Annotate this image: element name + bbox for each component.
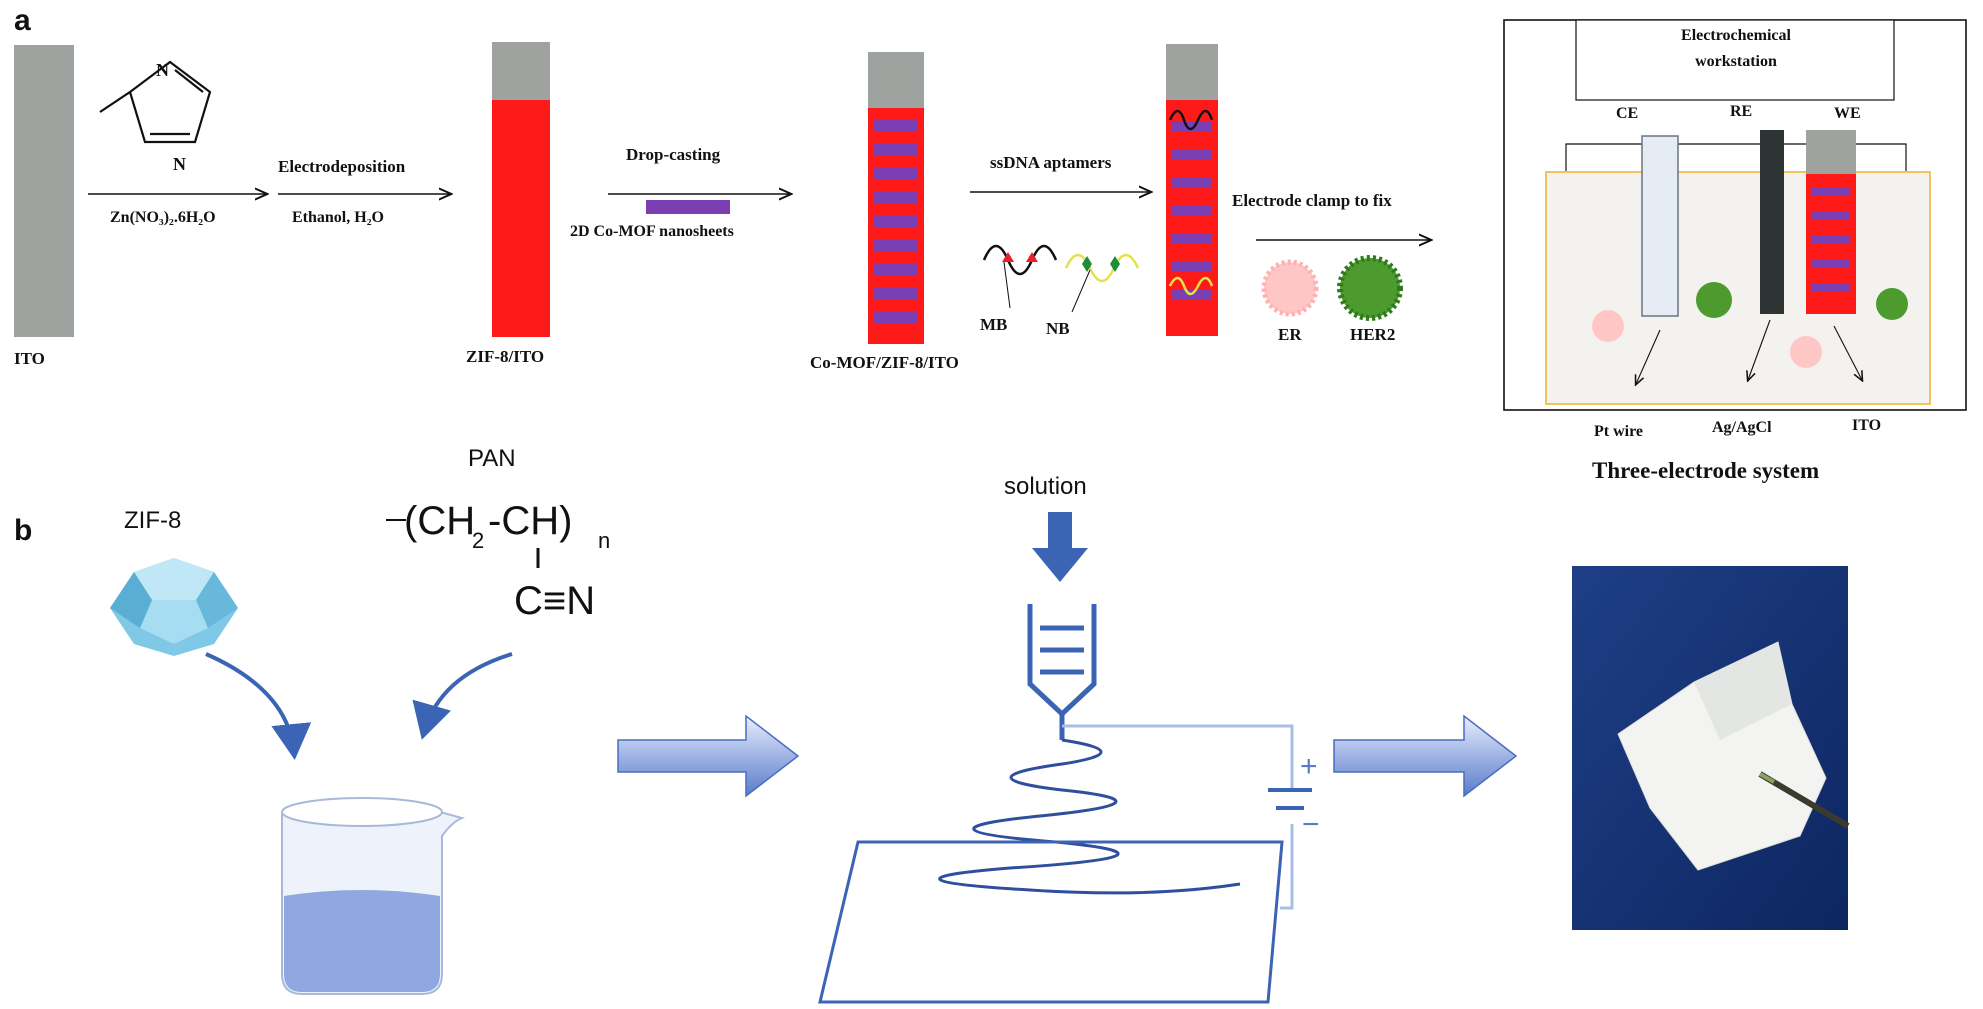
er-protein [1261, 259, 1319, 317]
electrodeposition-label: Electrodeposition [278, 157, 406, 176]
workstation-box [1575, 19, 1895, 101]
pan-formula-sub: 2 [472, 528, 484, 553]
reagent-label: Zn(NO₃)₂.6H₂O [110, 209, 216, 226]
nb-tags [1082, 256, 1120, 272]
re-label: RE [1730, 103, 1752, 120]
ito-we-top [1806, 130, 1856, 174]
ito-we-label: ITO [1852, 417, 1881, 434]
apt-electrode-top [1166, 44, 1218, 100]
apt-nb-on-electrode [1168, 276, 1214, 296]
syringe-icon [1027, 604, 1097, 740]
zif8-layer [492, 100, 550, 337]
beaker-icon [281, 797, 466, 995]
mb-label: MB [980, 315, 1007, 334]
zif8-crystal-icon [110, 558, 238, 656]
polymer-jet [938, 738, 1241, 895]
three-electrode-caption: Three-electrode system [1592, 458, 1819, 483]
circuit-wire [1062, 724, 1294, 910]
arrow-zif8-to-beaker [205, 652, 312, 760]
ssdna-label: ssDNA aptamers [990, 153, 1112, 172]
tweezers [1758, 771, 1850, 829]
drop-casting-label: Drop-casting [626, 145, 721, 164]
nb-pointer [1071, 269, 1091, 313]
2-methylimidazole-structure [99, 60, 212, 144]
apt-electrode-body [1166, 100, 1218, 336]
her2-in-cell-2 [1876, 288, 1908, 320]
pan-label: PAN [468, 445, 516, 472]
collector-plate [818, 840, 1284, 1004]
er-in-cell [1592, 310, 1624, 342]
pan-formula-main: (CH [404, 499, 475, 543]
comof-ito-label: Co-MOF/ZIF-8/ITO [810, 353, 959, 372]
er-label: ER [1278, 325, 1302, 344]
co-mof-label: 2D Co-MOF nanosheets [570, 223, 734, 240]
block-arrow-2 [1333, 714, 1518, 798]
panel-b-letter: b [14, 514, 32, 547]
nanofiber-membrane-photo [1572, 566, 1850, 930]
pt-wire-electrode [1641, 135, 1679, 317]
minus-sign: − [1302, 808, 1320, 841]
her2-label: HER2 [1350, 325, 1395, 344]
ce-label: CE [1616, 105, 1638, 122]
pt-wire-label: Pt wire [1594, 423, 1643, 440]
her2-protein [1337, 255, 1403, 321]
comof-sheets [874, 120, 918, 323]
clamp-label: Electrode clamp to fix [1232, 191, 1392, 210]
mb-aptamer [982, 244, 1058, 276]
workstation-line1: Electrochemical [1681, 27, 1791, 44]
pan-formula: (CH 2 -CH) n C≡N [386, 499, 610, 623]
her2-in-cell [1696, 282, 1732, 318]
mb-pointer [1003, 261, 1011, 309]
co-mof-nanosheet [646, 200, 730, 214]
electrolyte-cell [1545, 171, 1931, 405]
solution-label: solution [1004, 473, 1087, 500]
plus-sign: + [1300, 750, 1318, 783]
apt-sheets [1172, 122, 1212, 300]
comof-electrode-top [868, 52, 924, 108]
pan-formula-n: n [598, 528, 610, 553]
solvent-label: Ethanol, H₂O [292, 209, 384, 226]
workstation-line2: workstation [1695, 53, 1777, 70]
zif8-ito-top [492, 42, 550, 100]
nb-label: NB [1046, 319, 1070, 338]
agagcl-electrode [1760, 130, 1784, 314]
zif8-ito-label: ZIF-8/ITO [466, 347, 544, 366]
imidazole-n2: N [173, 154, 186, 174]
arrow-pan-to-beaker [412, 652, 513, 740]
pan-formula-mid: -CH) [488, 499, 572, 543]
ito-electrode [14, 45, 74, 337]
block-arrow-1 [617, 714, 800, 798]
pan-nitrile: C≡N [514, 579, 595, 623]
ito-label: ITO [14, 349, 45, 368]
we-sheets [1812, 188, 1850, 292]
er-in-cell-2 [1790, 336, 1822, 368]
imidazole-n1: N [156, 60, 169, 80]
mb-tags [1002, 252, 1038, 262]
we-label: WE [1834, 105, 1861, 122]
zif8-text: ZIF-8 [124, 507, 181, 534]
apt-mb-on-electrode [1168, 109, 1214, 131]
nb-aptamer [1064, 253, 1140, 283]
cell-wires [1565, 143, 1907, 172]
solution-arrow-icon [1032, 512, 1088, 582]
agagcl-label: Ag/AgCl [1712, 419, 1772, 436]
pointer-arrows [1636, 319, 1862, 384]
panel-a-letter: a [14, 4, 31, 37]
